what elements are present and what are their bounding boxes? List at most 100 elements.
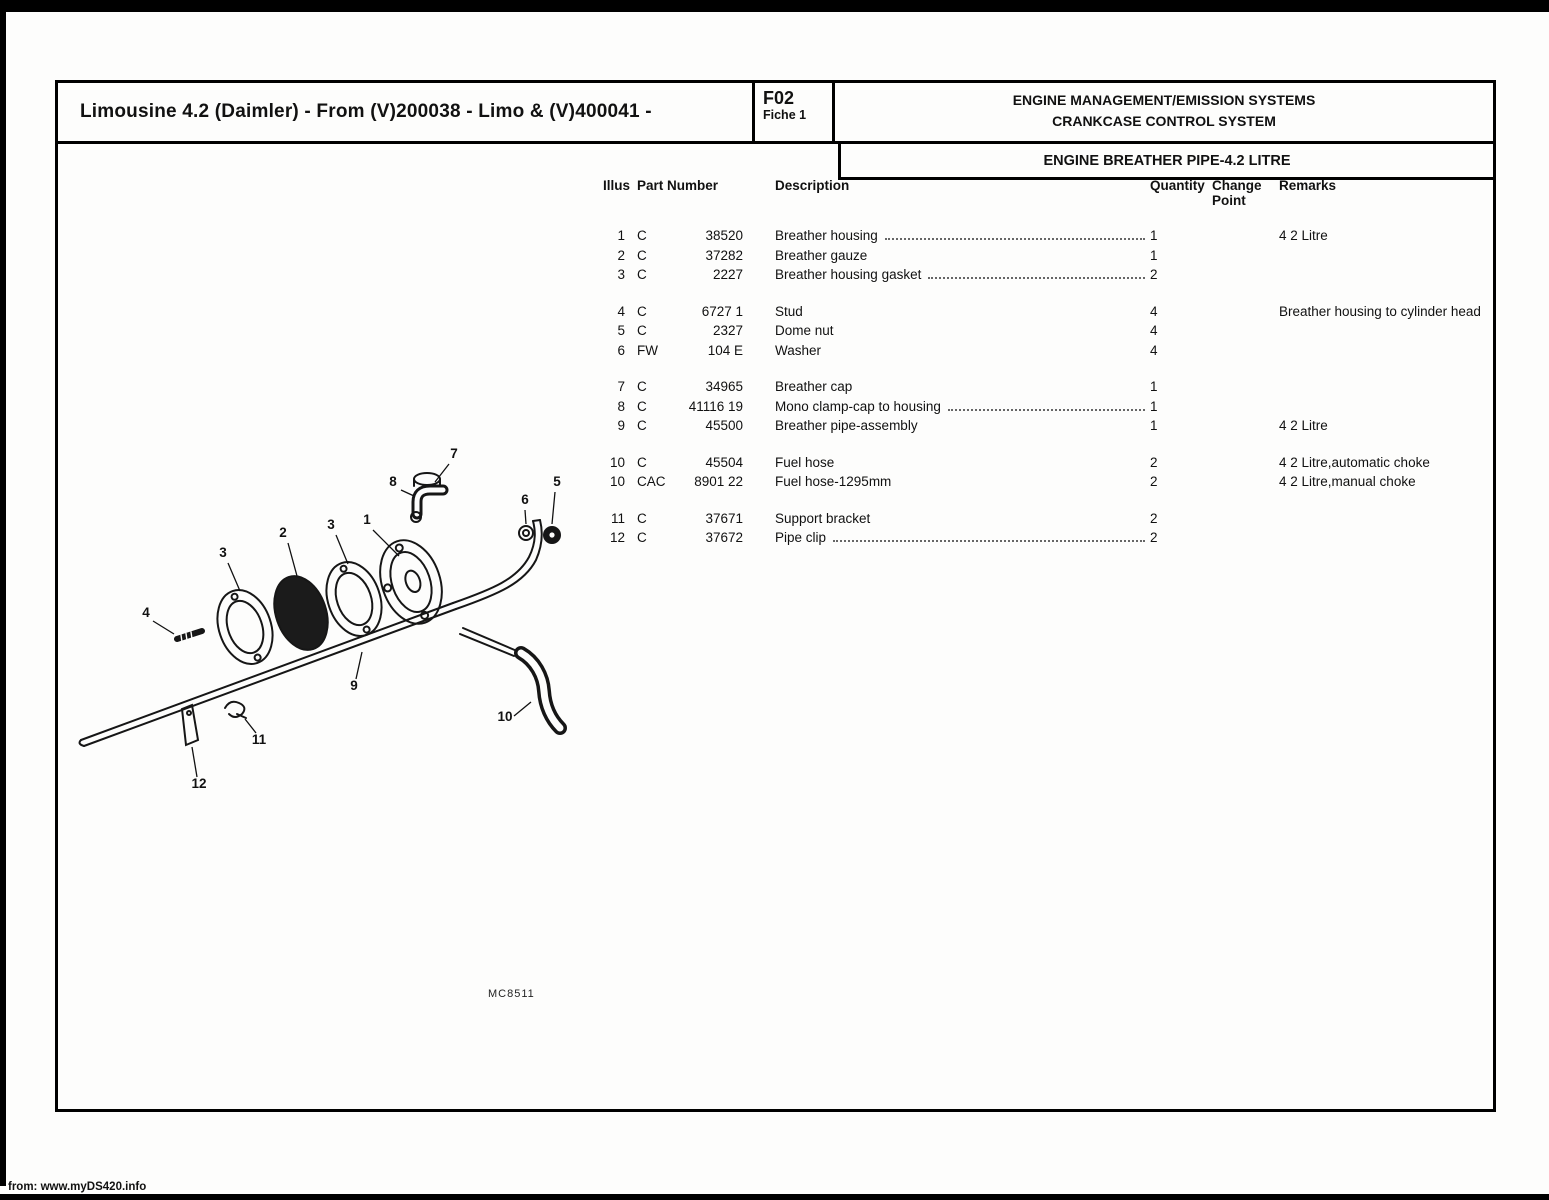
cell-illus: 3	[617, 267, 625, 282]
cell-part-number: 41116 19	[688, 398, 743, 414]
cell-part-number: 37671	[705, 510, 743, 526]
callout-leader-line	[335, 534, 349, 565]
washer-6	[518, 525, 534, 541]
cell-description: Fuel hose	[775, 454, 835, 470]
cell-quantity: 4	[1150, 303, 1158, 319]
cell-quantity: 1	[1150, 398, 1158, 414]
callout-label-4: 4	[142, 605, 150, 620]
dome-nut-5	[543, 526, 561, 544]
cell-description: Pipe clip	[743, 528, 1150, 548]
cell-quantity: 2	[1150, 454, 1158, 470]
cell-change-point	[1212, 397, 1279, 417]
cell-illus: 8	[617, 398, 625, 414]
pipe-clip-11	[224, 700, 247, 719]
cell-prefix: C	[637, 228, 647, 243]
cell-prefix: C	[637, 530, 647, 545]
cell-description: Washer	[775, 342, 822, 358]
callout-leader-line	[372, 529, 400, 557]
cell-part-number: 6727 1	[701, 303, 743, 319]
parts-row: 10 C 45504 Fuel hose 2 4 2 Litre,automatic ch…	[603, 453, 1493, 473]
cell-description: Breather housing	[743, 226, 1150, 246]
cell-description: Fuel hose-1295mm	[775, 474, 892, 489]
callout-leader-line	[524, 509, 527, 525]
cell-quantity: 1	[1150, 379, 1158, 394]
callout-leader-line	[227, 562, 241, 592]
cell-illus: 7	[617, 379, 625, 394]
cell-prefix: C	[637, 398, 647, 414]
cell-part-number: 34965	[705, 379, 743, 394]
breather-housing-1	[379, 539, 443, 625]
breather-pipe-assembly-9	[78, 519, 543, 747]
cell-remarks: 4 2 Litre,automatic choke	[1279, 454, 1430, 470]
cell-quantity: 2	[1150, 510, 1158, 526]
scan-left-black-bar	[0, 0, 6, 1186]
cell-quantity: 4	[1150, 342, 1158, 358]
parts-table-header: Illus Part Number Description Quantity C…	[603, 178, 1493, 208]
stud-4	[174, 628, 205, 643]
cell-part-number: 8901 22	[694, 474, 743, 489]
col-header-quantity: Quantity	[1150, 178, 1205, 193]
fiche-number: Fiche 1	[763, 108, 807, 122]
support-bracket-12	[180, 703, 200, 747]
cell-illus: 2	[617, 247, 625, 263]
cell-prefix: C	[637, 454, 647, 470]
cell-part-number: 2227	[712, 267, 743, 282]
col-header-change-line1: Change	[1212, 178, 1262, 193]
cell-remarks: 4 2 Litre,manual choke	[1279, 474, 1416, 489]
cell-change-point	[1212, 472, 1279, 492]
cell-change-point	[1212, 341, 1279, 361]
cell-remarks: Breather housing to cylinder head	[1279, 303, 1481, 319]
system-line1: ENGINE MANAGEMENT/EMISSION SYSTEMS	[1012, 92, 1316, 108]
cell-illus: 12	[609, 530, 625, 545]
dotted-leader	[884, 238, 1145, 240]
cell-change-point	[1212, 528, 1279, 548]
section-subtitle: ENGINE BREATHER PIPE-4.2 LITRE	[838, 144, 1493, 180]
cell-description: Mono clamp-cap to housing	[743, 397, 1150, 417]
gasket-3-left	[216, 589, 274, 665]
cell-illus: 10	[609, 474, 625, 489]
cell-change-point	[1212, 416, 1279, 436]
cell-illus: 4	[617, 303, 625, 319]
callout-leader-line	[434, 463, 450, 483]
scan-top-black-bar	[0, 0, 1549, 12]
callout-label-5: 5	[553, 474, 561, 489]
callout-leader-line	[244, 718, 257, 734]
cell-prefix: CAC	[637, 474, 666, 489]
cell-remarks	[1279, 528, 1493, 548]
callout-leader-line	[513, 701, 532, 717]
cell-remarks	[1279, 377, 1493, 397]
cell-change-point	[1212, 246, 1279, 266]
cell-remarks	[1279, 509, 1493, 529]
scan-bottom-black-bar	[0, 1194, 1549, 1200]
cell-illus: 6	[617, 342, 625, 358]
cell-prefix: FW	[637, 342, 658, 358]
cell-part-number: 104 E	[707, 342, 743, 358]
callout-label-8: 8	[389, 474, 397, 489]
fiche-cell: F02 Fiche 1	[755, 83, 835, 141]
cell-quantity: 1	[1150, 418, 1158, 433]
cell-part-number: 45504	[705, 454, 743, 470]
gasket-3-right	[325, 561, 383, 637]
cell-part-number: 2327	[712, 323, 743, 338]
cell-quantity: 2	[1150, 530, 1158, 545]
col-header-part-number: Part Number	[637, 178, 719, 193]
col-header-description: Description	[775, 178, 850, 193]
cell-illus: 11	[610, 510, 625, 526]
cell-quantity: 2	[1150, 267, 1158, 282]
dotted-leader	[833, 540, 1145, 542]
cell-illus: 10	[609, 454, 625, 470]
cell-illus: 1	[617, 228, 625, 243]
cell-illus: 9	[617, 418, 625, 433]
cell-description: Breather cap	[775, 379, 853, 394]
cell-change-point	[1212, 226, 1279, 246]
callout-label-9: 9	[350, 678, 358, 693]
